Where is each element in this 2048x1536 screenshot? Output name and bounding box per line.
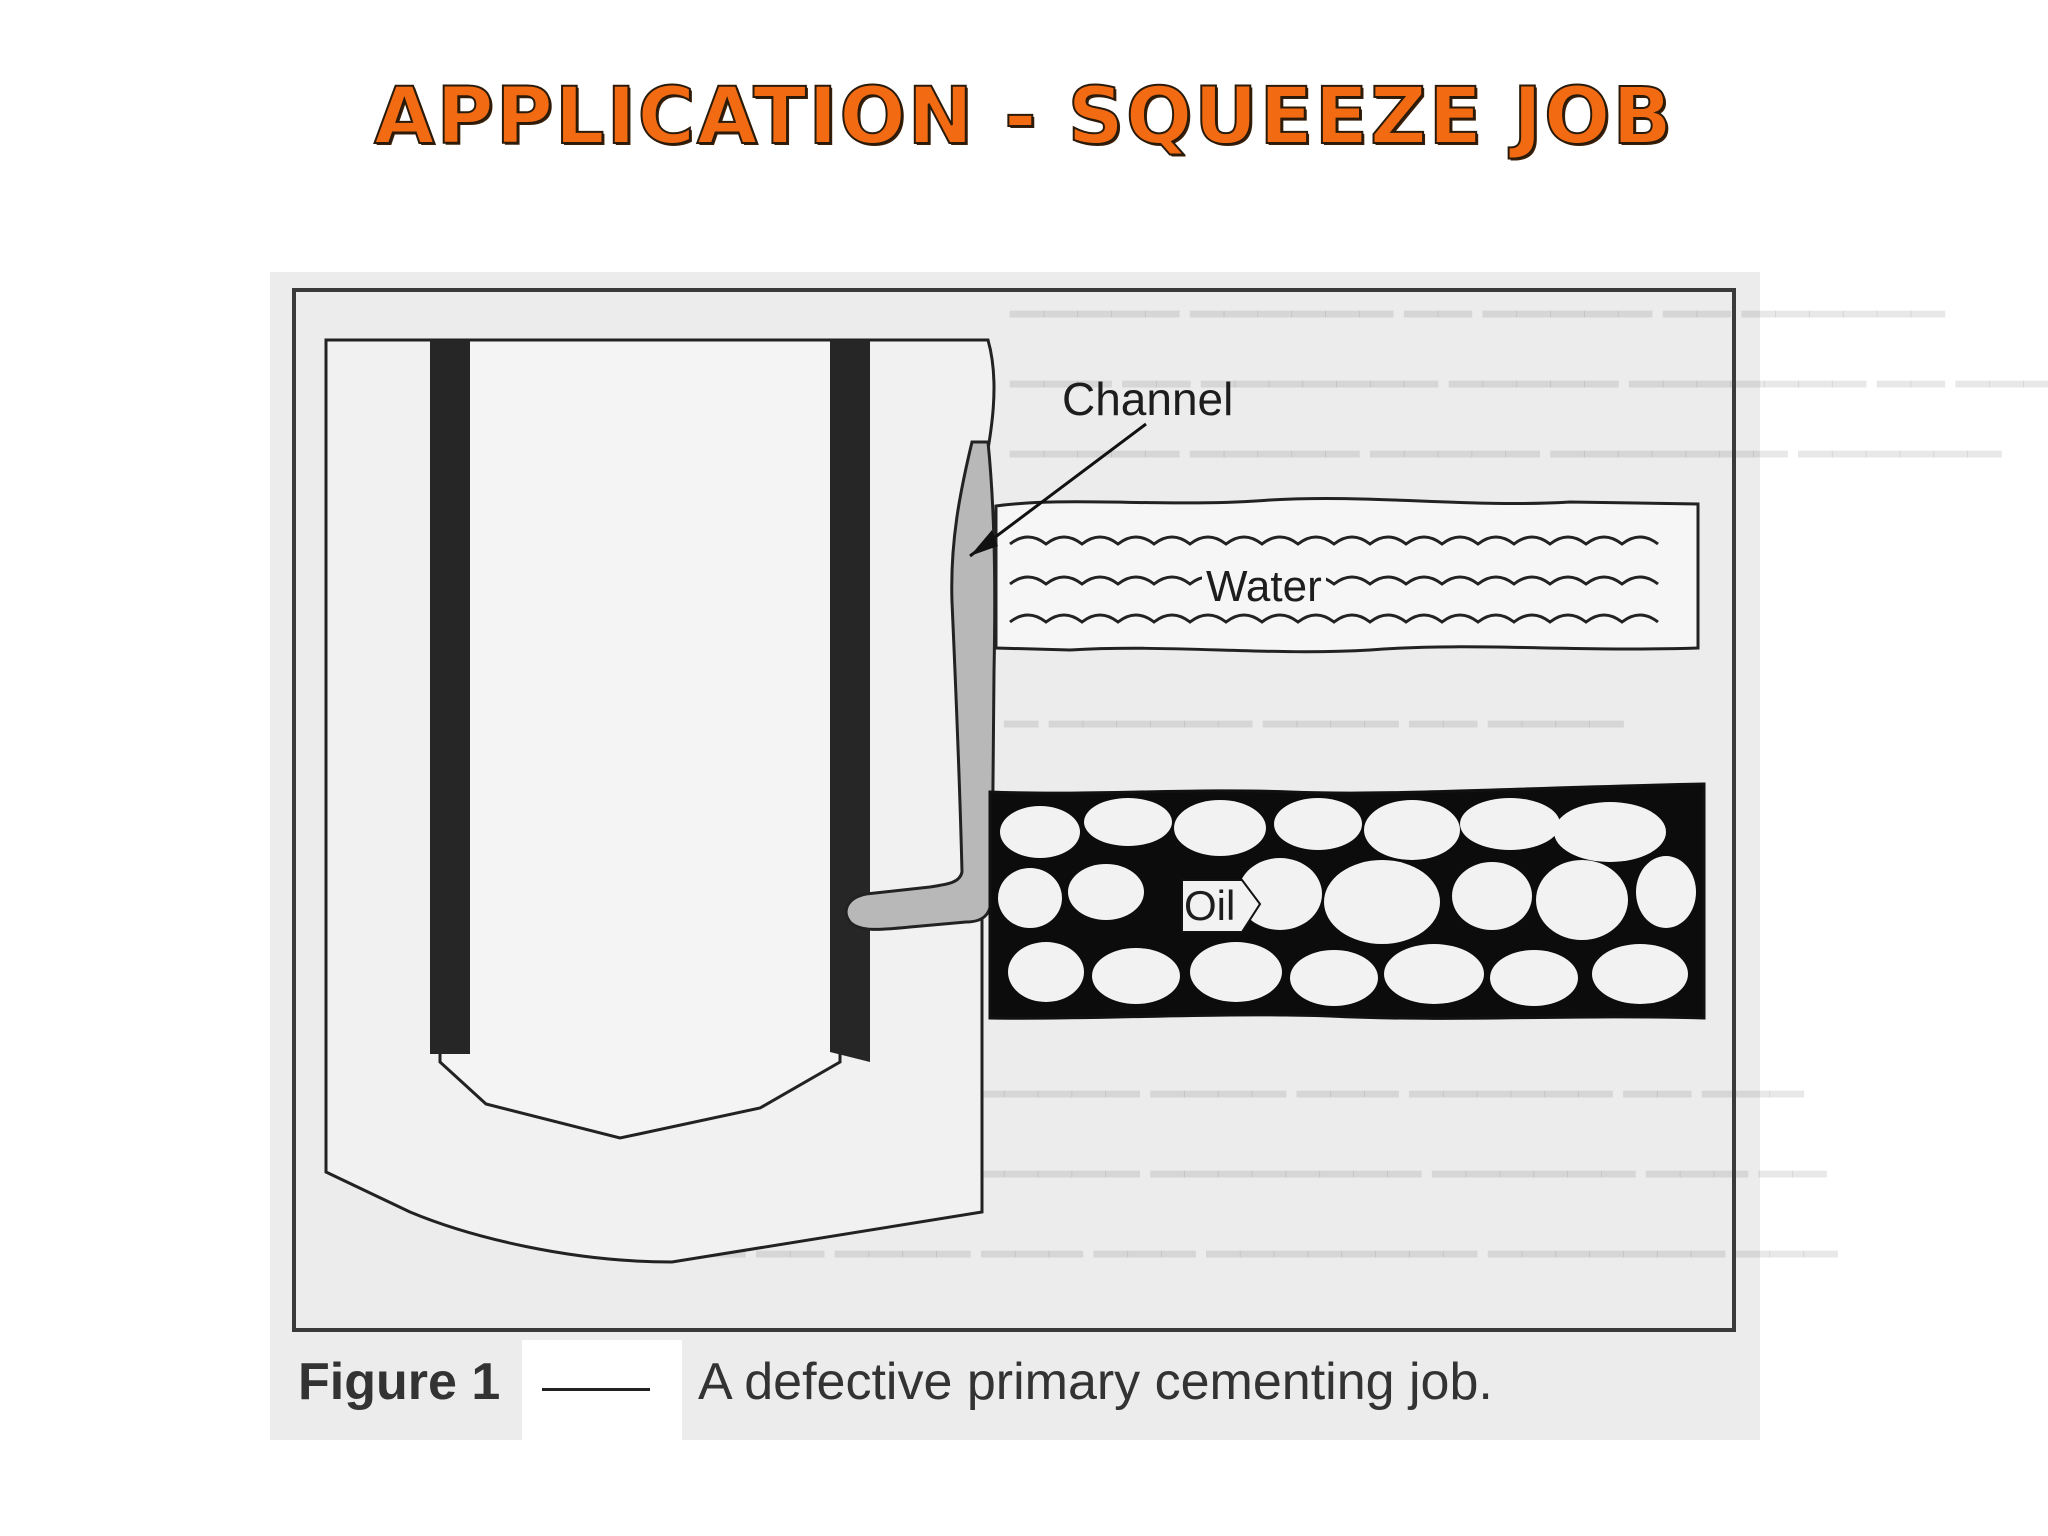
rock-grain: [1008, 942, 1084, 1002]
slide-title: APPLICATION - SQUEEZE JOB: [373, 71, 1674, 163]
oil-label-box: [1181, 879, 1262, 933]
rock-grain: [1238, 858, 1322, 930]
rock-grain: [1190, 942, 1282, 1002]
rock-grain: [1384, 944, 1484, 1004]
water-zone: [994, 496, 1700, 654]
channel-arrowhead: [970, 530, 998, 556]
water-wave: [1009, 613, 1659, 624]
figure-scan: ▔▔▔▔▔ ▔▔▔▔▔▔ ▔▔ ▔▔▔▔▔ ▔▔ ▔▔▔▔▔▔ ▔▔▔ ▔▔ ▔…: [270, 272, 2048, 1440]
casing-bore: [438, 338, 842, 1140]
water-label: Water: [1202, 562, 1326, 612]
rock-grain: [1092, 948, 1180, 1004]
rock-grain: [1324, 860, 1440, 944]
water-wave: [1009, 535, 1659, 546]
rock-grain: [998, 868, 1062, 928]
caption-dash: [542, 1388, 650, 1391]
rock-grains: [998, 798, 1696, 1006]
rock-grain: [1536, 860, 1628, 940]
rock-grain: [1290, 950, 1378, 1006]
rock-grain: [1460, 798, 1560, 850]
channel-label: Channel: [1062, 373, 1234, 425]
casing-wall-right: [830, 340, 870, 1062]
rock-grain: [1490, 950, 1578, 1006]
figure-frame: [292, 288, 1736, 1332]
channel-pointer: [969, 422, 1147, 558]
figure-caption: A defective primary cementing job.: [698, 1353, 1493, 1411]
rock-grain: [1554, 802, 1666, 862]
figure-number: Figure 1: [298, 1353, 501, 1411]
rock-grain: [1636, 856, 1696, 928]
rock-grain: [1084, 798, 1172, 846]
rock-grain: [1452, 862, 1532, 930]
rock-grain: [1000, 806, 1080, 858]
rock-grain: [1592, 944, 1688, 1004]
water-wave: [1009, 575, 1659, 586]
casing-wall-left: [430, 340, 470, 1054]
wellbore-diagram: [292, 288, 1736, 1332]
rock-grain: [1364, 800, 1460, 860]
rock-grain: [1274, 798, 1362, 850]
oil-label: Oil: [1184, 882, 1236, 929]
rock-grain: [1174, 800, 1266, 856]
rock-grain: [1068, 864, 1144, 920]
